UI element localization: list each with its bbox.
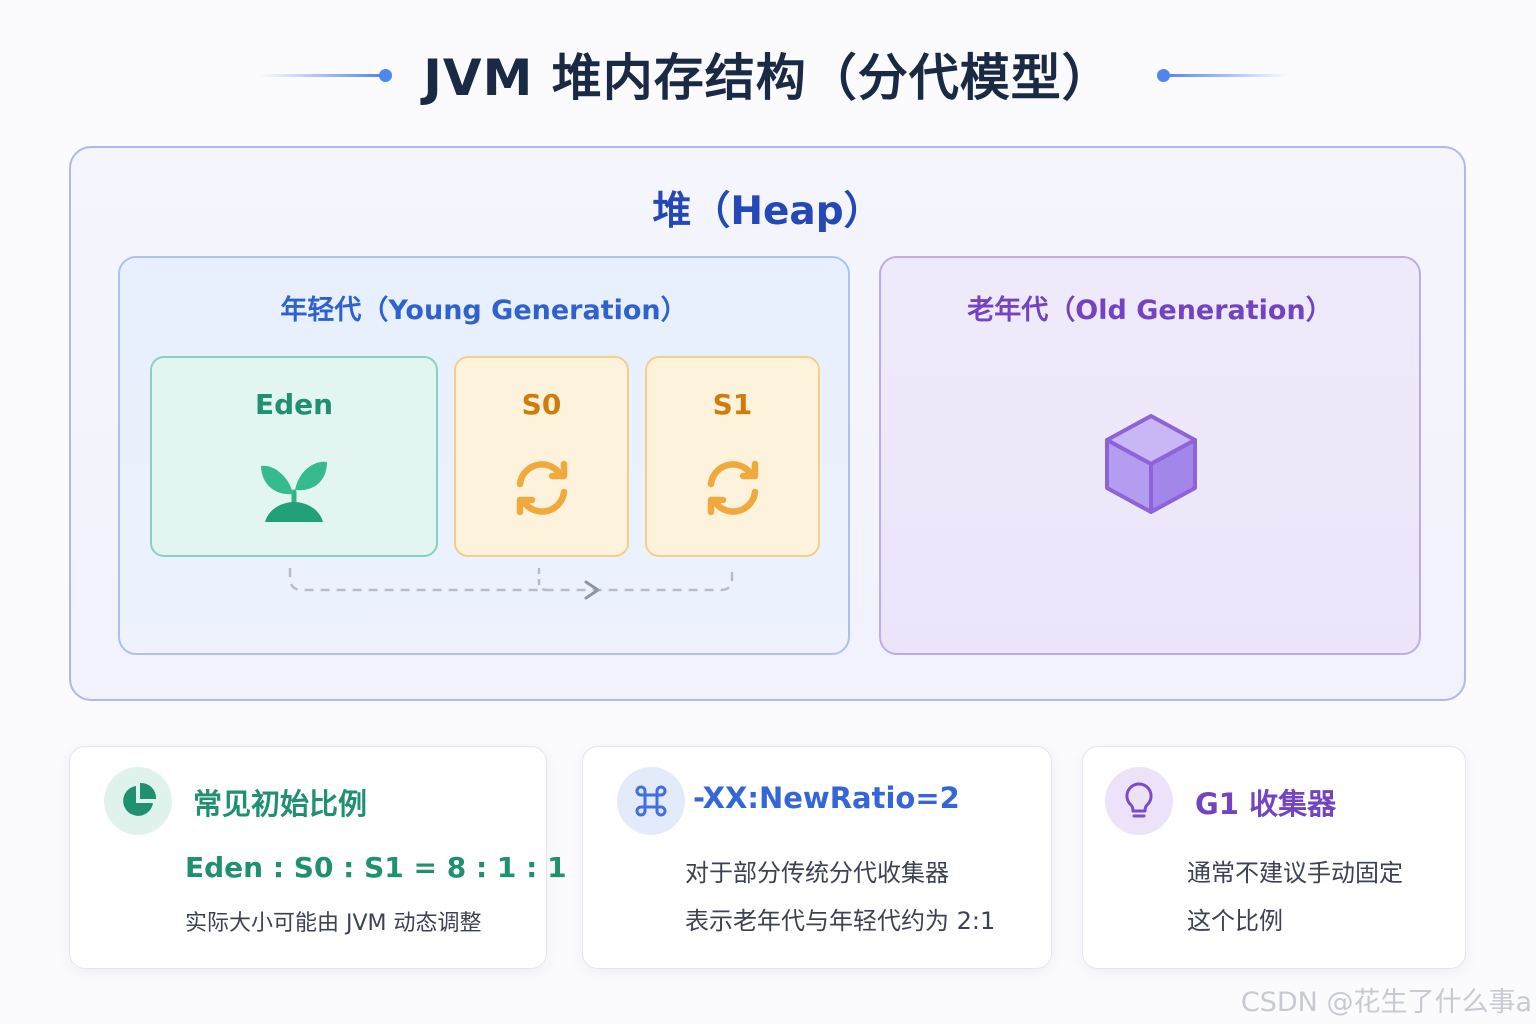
sprout-icon [259, 456, 329, 528]
refresh-cycle-icon [701, 456, 765, 524]
card-text: 对于部分传统分代收集器 [685, 859, 949, 887]
ratio-info-card: 常见初始比例 Eden : S0 : S1 = 8 : 1 : 1 实际大小可能… [69, 746, 567, 969]
title-line-right [1164, 74, 1288, 77]
g1-collector-card: G1 收集器 通常不建议手动固定 这个比例 [1082, 746, 1466, 969]
card-title: G1 收集器 [1195, 787, 1337, 821]
pie-chart-icon [104, 767, 172, 835]
heap-box: 堆（Heap） 年轻代（Young Generation） Eden S0 [69, 146, 1466, 701]
lightbulb-icon [1105, 767, 1173, 835]
old-generation-box: 老年代（Old Generation） [879, 256, 1421, 655]
title-dot-right [1157, 69, 1170, 82]
s0-label: S0 [521, 388, 562, 421]
young-generation-box: 年轻代（Young Generation） Eden S0 [118, 256, 850, 655]
young-generation-title: 年轻代（Young Generation） [280, 295, 688, 326]
card-title: 常见初始比例 [193, 787, 368, 821]
old-generation-title: 老年代（Old Generation） [967, 295, 1333, 326]
cube-icon [1103, 412, 1199, 520]
ratio-highlight: Eden : S0 : S1 = 8 : 1 : 1 [185, 851, 567, 884]
watermark: CSDN @花生了什么事a [1240, 987, 1532, 1018]
refresh-cycle-icon [510, 456, 574, 524]
card-title: -XX:NewRatio=2 [693, 781, 960, 815]
eden-label: Eden [254, 388, 334, 421]
survivor-s0-space: S0 [454, 356, 629, 557]
new-ratio-card: -XX:NewRatio=2 对于部分传统分代收集器 表示老年代与年轻代约为 2… [582, 746, 1052, 969]
card-text: 通常不建议手动固定 [1187, 859, 1403, 887]
heap-title: 堆（Heap） [652, 189, 883, 234]
title-dot-left [379, 69, 392, 82]
command-icon [617, 767, 685, 835]
title-line-left [260, 74, 384, 77]
card-text: 实际大小可能由 JVM 动态调整 [185, 911, 482, 936]
card-text: 这个比例 [1187, 907, 1283, 935]
survivor-s1-space: S1 [645, 356, 820, 557]
flow-arrow [288, 568, 734, 600]
eden-space: Eden [150, 356, 438, 557]
page-title: JVM 堆内存结构（分代模型） [423, 49, 1113, 107]
card-text: 表示老年代与年轻代约为 2:1 [685, 907, 996, 935]
s1-label: S1 [712, 388, 753, 421]
